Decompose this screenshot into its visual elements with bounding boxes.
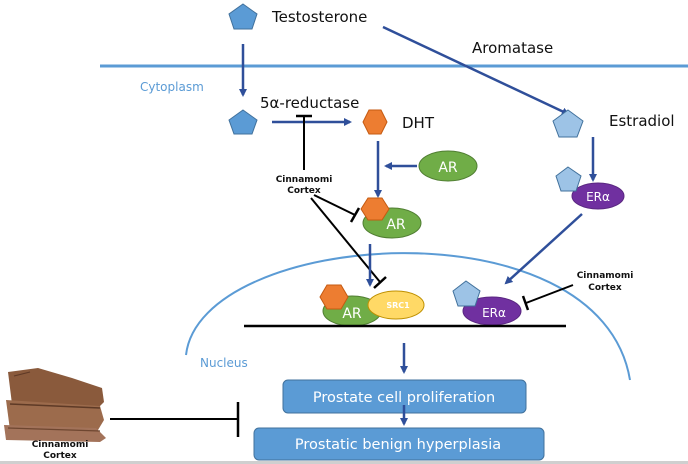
testosterone-cyto-pentagon-icon <box>228 109 258 135</box>
cinnamomi-label-right-2: Cortex <box>588 283 622 293</box>
arrow-aromatase <box>382 25 570 116</box>
bottom-divider <box>0 461 688 464</box>
inhibit-bar-src1 <box>373 276 387 289</box>
inhibit-line-er <box>525 284 574 304</box>
cytoplasm-label: Cytoplasm <box>140 80 204 94</box>
cinnamon-bark-image <box>4 368 106 442</box>
proliferation-label: Prostate cell proliferation <box>313 390 495 406</box>
estradiol-nuclear-pentagon-icon <box>452 280 481 307</box>
bph-box <box>253 427 545 461</box>
ar-bound-label: AR <box>386 217 406 233</box>
inhibit-bar-ar-complex <box>349 207 361 223</box>
nucleus-label: Nucleus <box>200 356 248 370</box>
cinnamomi-label-mid-2: Cortex <box>287 186 321 196</box>
inhibit-line-ar-complex <box>313 194 356 216</box>
er-cyto-label: ERα <box>586 190 610 204</box>
aromatase-label: Aromatase <box>472 39 553 57</box>
estradiol-bound-pentagon-icon <box>555 166 582 192</box>
er-cyto-ellipse <box>571 182 625 210</box>
inhibit-line-src1 <box>310 197 381 283</box>
cinnamomi-label-right-1: Cinnamomi <box>577 271 634 281</box>
ar-free-ellipse <box>418 150 478 182</box>
dht-nuclear-hexagon-icon <box>319 284 349 310</box>
dht-bound-hexagon-icon <box>360 197 390 221</box>
cinnamomi-label-left-2: Cortex <box>43 451 77 461</box>
ar-nuclear-label: AR <box>342 306 362 322</box>
estradiol-label: Estradiol <box>609 112 675 130</box>
cinnamomi-label-mid-1: Cinnamomi <box>276 175 333 185</box>
ar-free-label: AR <box>438 160 458 176</box>
arrow-er-to-nucleus <box>504 213 583 285</box>
nuclear-envelope <box>185 252 631 381</box>
dht-label: DHT <box>402 114 435 132</box>
testosterone-label: Testosterone <box>271 8 367 26</box>
cinnamomi-label-left-1: Cinnamomi <box>32 440 89 450</box>
estradiol-pentagon-icon <box>552 109 584 138</box>
er-nuclear-label: ERα <box>482 306 506 320</box>
inhibit-bar-er <box>521 295 530 311</box>
src1-ellipse <box>367 290 425 320</box>
testosterone-pentagon-icon <box>228 3 258 30</box>
bph-label: Prostatic benign hyperplasia <box>295 437 501 453</box>
5a-reductase-label: 5α-reductase <box>260 94 359 112</box>
dht-hexagon-icon <box>362 109 388 135</box>
src1-label: SRC1 <box>386 301 410 310</box>
